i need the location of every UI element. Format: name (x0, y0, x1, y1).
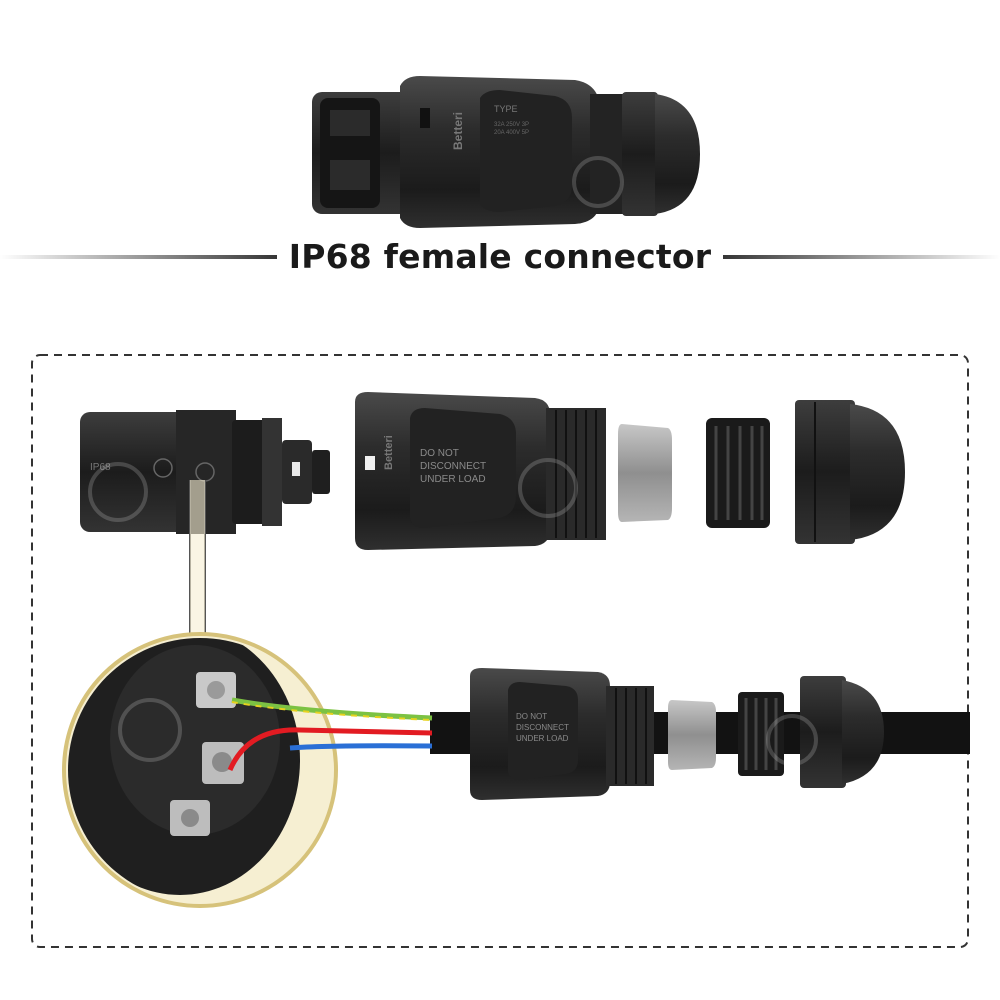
svg-text:IP68: IP68 (90, 462, 111, 473)
claw-cage (706, 418, 770, 528)
cable-warning-line-1: DO NOT (516, 712, 548, 721)
svg-text:Betteri: Betteri (451, 112, 465, 150)
connector-sleeve: Betteri (355, 392, 606, 550)
warning-line-1: DO NOT (420, 448, 459, 459)
svg-text:TYPE: TYPE (494, 104, 518, 114)
warning-line-3: UNDER LOAD (420, 474, 486, 485)
cable-assembly (227, 668, 970, 800)
watermark-logos (88, 156, 818, 766)
zoom-circle (62, 632, 338, 908)
cable-warning-line-2: DISCONNECT (516, 723, 569, 732)
nut-cap (795, 400, 905, 544)
svg-text:20A 400V 5P: 20A 400V 5P (494, 130, 529, 136)
zoom-pointer (189, 480, 206, 650)
cable-warning-line-3: UNDER LOAD (516, 734, 569, 743)
title-bar: IP68 female connector (0, 235, 1000, 279)
warning-line-2: DISCONNECT (420, 461, 487, 472)
assembled-connector: TYPE 32A 250V 3P 20A 400V 5P Betteri (312, 76, 700, 228)
title-divider (0, 255, 1000, 259)
gray-seal (618, 424, 672, 522)
svg-text:Betteri: Betteri (383, 435, 395, 470)
sleeve-warning-label: DO NOT DISCONNECT UNDER LOAD (420, 447, 510, 486)
page-title: IP68 female connector (276, 235, 724, 279)
svg-text:32A 250V 3P: 32A 250V 3P (494, 122, 529, 128)
cable-sleeve-warning-label: DO NOT DISCONNECT UNDER LOAD (516, 711, 576, 744)
dashed-frame (31, 354, 969, 948)
